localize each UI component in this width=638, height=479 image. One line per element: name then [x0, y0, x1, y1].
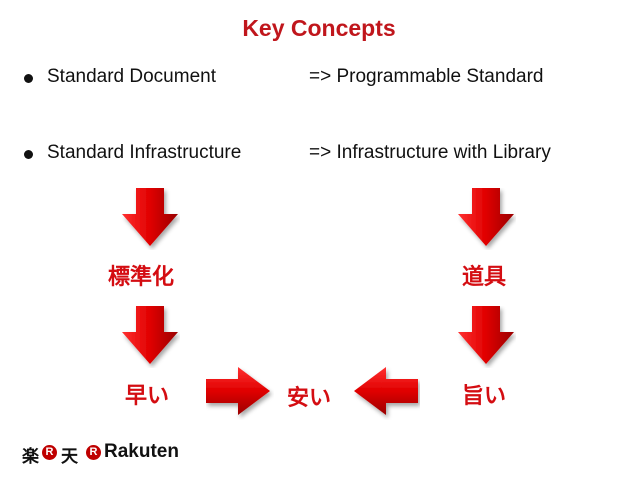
label-standardization: 標準化 [108, 265, 175, 290]
bullet-row-infrastructure: Standard Infrastructure => Infrastructur… [24, 142, 624, 172]
down-arrow-icon [122, 188, 178, 246]
bullet-left-text: Standard Infrastructure [47, 142, 242, 163]
down-arrow-icon [458, 306, 514, 364]
label-fast: 早い [125, 384, 170, 409]
right-arrow-icon [206, 367, 270, 415]
bullet-row-document: Standard Document => Programmable Standa… [24, 66, 624, 96]
logo-jp-char: 楽 [22, 447, 39, 467]
down-arrow-icon [458, 188, 514, 246]
logo-r-mark: R [42, 445, 57, 460]
bullet-left-text: Standard Document [47, 66, 216, 87]
bullet-dot [24, 74, 33, 83]
label-cheap: 安い [287, 386, 332, 411]
label-tools: 道具 [462, 265, 507, 290]
slide-title: Key Concepts [242, 15, 396, 41]
rakuten-logo: 楽 R 天 R Rakuten [22, 440, 190, 468]
bullet-dot [24, 150, 33, 159]
logo-en-text: Rakuten [104, 441, 179, 462]
down-arrow-icon [122, 306, 178, 364]
bullet-right-text: => Programmable Standard [309, 66, 544, 87]
label-tasty: 旨い [462, 384, 507, 409]
logo-jp-char: 天 [61, 447, 78, 467]
logo-r-mark: R [86, 445, 101, 460]
bullet-right-text: => Infrastructure with Library [309, 142, 551, 163]
left-arrow-icon [354, 367, 418, 415]
